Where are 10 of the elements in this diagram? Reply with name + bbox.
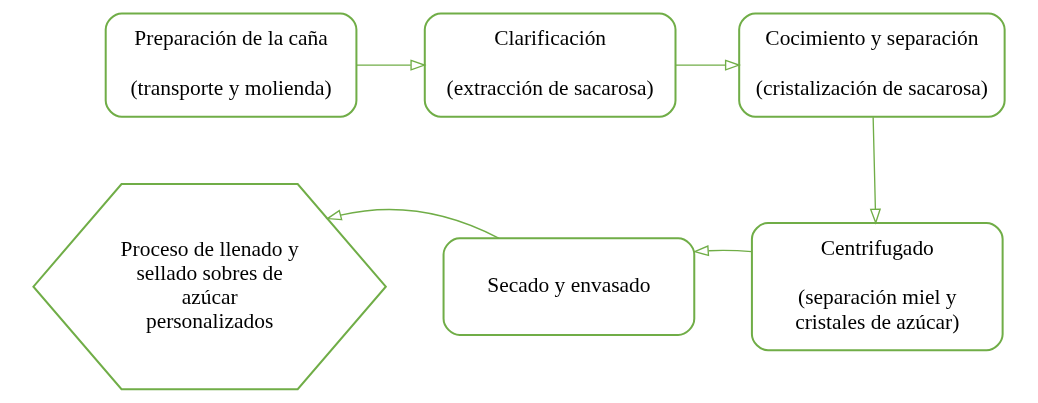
arrow [869,116,882,225]
node-box: Clarificación (extracción de sacarosa) [423,12,677,118]
arrow [692,245,753,257]
arrow [675,59,742,71]
node-box: Cocimiento y separación (cristalización de sacarosa) [738,12,1006,118]
arrow [356,59,427,71]
node-box: Centrifugado (separación miel y cristales de azúcar) [750,221,1004,352]
node-box: Preparación de la caña (transporte y molienda) [104,12,358,118]
node-box: Secado y envasado [442,237,696,336]
arrow [325,208,500,239]
